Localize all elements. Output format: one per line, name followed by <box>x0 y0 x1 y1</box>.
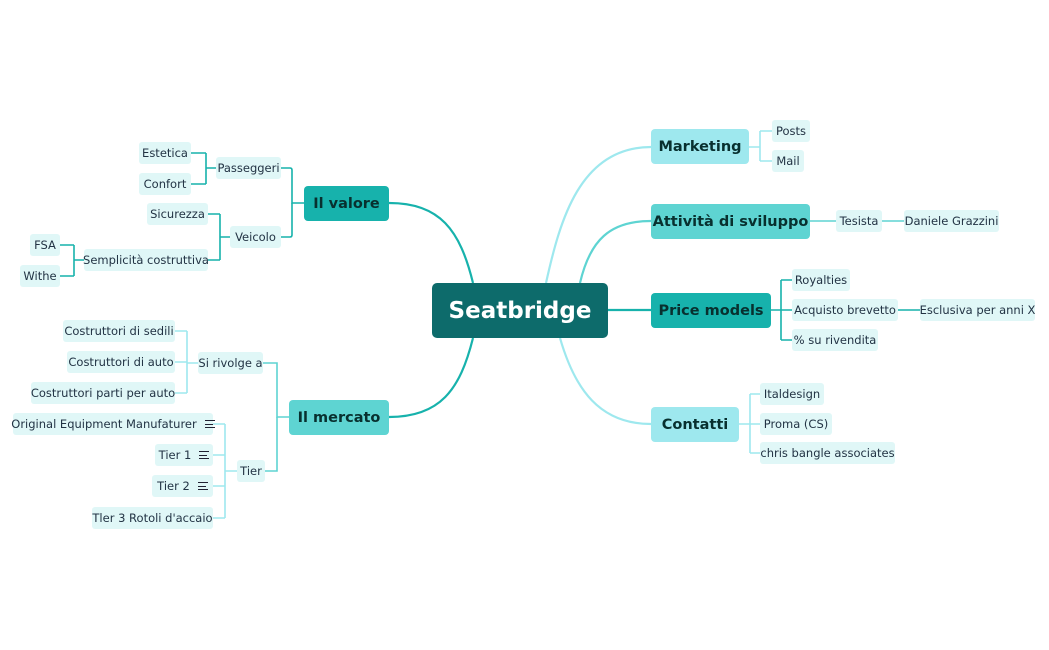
leaf-proma-cs[interactable]: Proma (CS) <box>760 413 832 435</box>
leaf-sicurezza[interactable]: Sicurezza <box>147 203 208 225</box>
leaf-tesista[interactable]: Tesista <box>836 210 882 232</box>
topic-contatti[interactable]: Contatti <box>651 407 739 442</box>
root-topic[interactable]: Seatbridge <box>432 283 608 338</box>
leaf-label: Tier 1 <box>158 448 192 462</box>
leaf-tier-2[interactable]: Tier 2 <box>152 475 213 497</box>
leaf-withe[interactable]: Withe <box>20 265 60 287</box>
leaf-acquisto-brevetto[interactable]: Acquisto brevetto <box>792 299 898 321</box>
leaf-costruttori-di-sedili[interactable]: Costruttori di sedili <box>63 320 175 342</box>
topic-marketing[interactable]: Marketing <box>651 129 749 164</box>
leaf-royalties[interactable]: Royalties <box>792 269 850 291</box>
topic-price-models[interactable]: Price models <box>651 293 771 328</box>
leaf-fsa[interactable]: FSA <box>30 234 60 256</box>
leaf-daniele-grazzini[interactable]: Daniele Grazzini <box>904 210 999 232</box>
leaf-esclusiva-per-anni-x[interactable]: Esclusiva per anni X <box>920 299 1035 321</box>
leaf-estetica[interactable]: Estetica <box>139 142 191 164</box>
leaf-label: Original Equipment Manufaturer <box>11 417 197 431</box>
subtopic-passeggeri[interactable]: Passeggeri <box>216 157 281 179</box>
note-icon[interactable] <box>197 482 208 490</box>
topic-attivita-di-sviluppo[interactable]: Attività di sviluppo <box>651 204 810 239</box>
subtopic-tier[interactable]: Tier <box>237 460 265 482</box>
leaf-tier-1[interactable]: Tier 1 <box>155 444 213 466</box>
subtopic-veicolo[interactable]: Veicolo <box>230 226 281 248</box>
subtopic-semplicita-costruttiva[interactable]: Semplicità costruttiva <box>83 249 209 271</box>
leaf-costruttori-di-auto[interactable]: Costruttori di auto <box>67 351 175 373</box>
topic-il-mercato[interactable]: Il mercato <box>289 400 389 435</box>
leaf-su-rivendita[interactable]: % su rivendita <box>792 329 878 351</box>
subtopic-si-rivolge-a[interactable]: Si rivolge a <box>198 352 263 374</box>
leaf-label: Tier 2 <box>157 479 190 493</box>
leaf-original-equipment-manufaturer[interactable]: Original Equipment Manufaturer <box>11 413 215 435</box>
topic-il-valore[interactable]: Il valore <box>304 186 389 221</box>
note-icon[interactable] <box>199 451 210 459</box>
leaf-confort[interactable]: Confort <box>139 173 191 195</box>
leaf-costruttori-parti-per-auto[interactable]: Costruttori parti per auto <box>31 382 175 404</box>
leaf-tler-3-rotoli[interactable]: Tler 3 Rotoli d'accaio <box>92 507 213 529</box>
leaf-mail[interactable]: Mail <box>772 150 804 172</box>
leaf-italdesign[interactable]: Italdesign <box>760 383 824 405</box>
leaf-chris-bangle-associates[interactable]: chris bangle associates <box>760 442 895 464</box>
note-icon[interactable] <box>204 420 215 428</box>
leaf-posts[interactable]: Posts <box>772 120 810 142</box>
